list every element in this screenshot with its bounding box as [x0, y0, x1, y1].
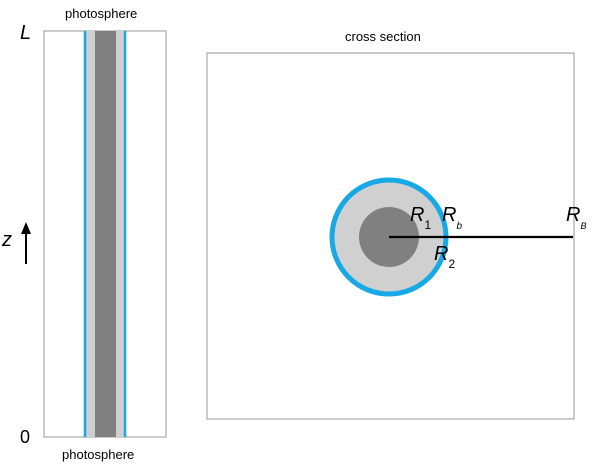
radius-symbol: R — [442, 204, 457, 226]
flux-tube-core — [95, 31, 116, 437]
radius-symbol: R — [566, 204, 581, 226]
radius-subscript: b — [456, 221, 463, 232]
radius-subscript: B — [580, 221, 587, 231]
z-arrow-head — [21, 222, 31, 234]
radius-subscript: 1 — [424, 218, 432, 232]
axis-top-label: L — [20, 22, 32, 44]
radius-label-r1: R1 — [410, 204, 431, 232]
radius-subscript: 2 — [448, 257, 456, 271]
bottom-photosphere-label: photosphere — [62, 447, 135, 462]
radius-symbol: R — [434, 243, 449, 265]
radius-symbol: R — [410, 204, 425, 226]
radius-label-r2: R2 — [434, 243, 455, 271]
axis-variable-label: z — [2, 229, 12, 251]
radius-label-rB: RB — [566, 204, 586, 231]
cross-section-title: cross section — [345, 29, 421, 44]
radius-label-rb: Rb — [442, 204, 462, 232]
top-photosphere-label: photosphere — [65, 6, 138, 21]
axis-bottom-label: 0 — [20, 427, 31, 447]
